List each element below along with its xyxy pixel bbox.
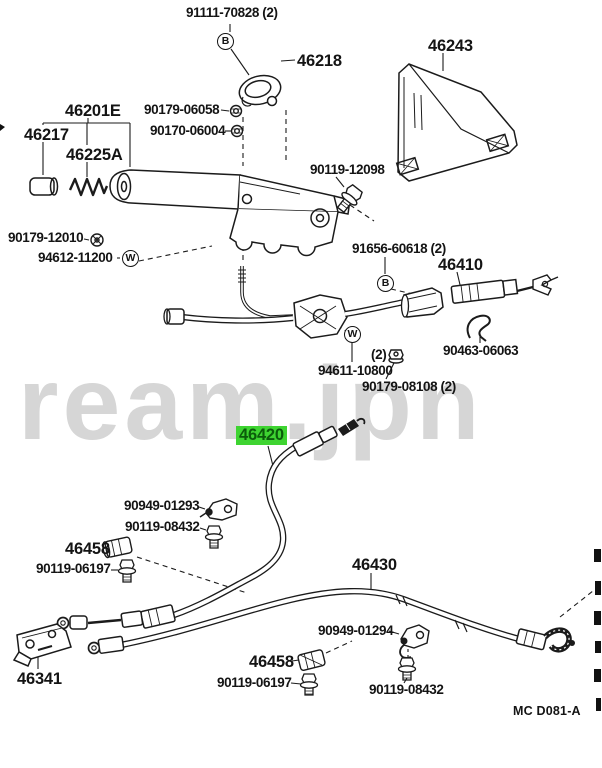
washer-symbol-icon: W: [122, 250, 139, 267]
part-label-46217[interactable]: 46217: [24, 126, 69, 144]
part-label-90119-12098[interactable]: 90119-12098: [310, 162, 385, 177]
part-label-46243[interactable]: 46243: [428, 37, 473, 55]
damper-46458-lower-drawing: [297, 649, 326, 671]
part-label-46430[interactable]: 46430: [352, 556, 397, 574]
pin-46217-drawing: [29, 177, 59, 196]
bolt-symbol-icon: B: [217, 33, 234, 50]
bolt-symbol-icon: B: [377, 275, 394, 292]
part-label-90119-06197-upper[interactable]: 90119-06197: [36, 561, 111, 576]
scan-artifacts: [0, 124, 601, 711]
clamp-01294-drawing: [399, 624, 430, 659]
boot-cover-drawing: [395, 63, 518, 182]
part-label-46201E[interactable]: 46201E: [65, 102, 121, 120]
part-label-91656-60618[interactable]: 91656-60618 (2): [352, 241, 446, 256]
part-label-46218[interactable]: 46218: [297, 52, 342, 70]
bolt-06197-upper-drawing: [117, 559, 137, 583]
part-label-90949-01294[interactable]: 90949-01294: [318, 623, 394, 638]
rear-cable-46420-drawing: [56, 417, 366, 630]
equalizer-bracket-drawing: [293, 294, 348, 339]
part-label-90119-08432-lower[interactable]: 90119-08432: [369, 682, 444, 697]
part-label-46458-upper[interactable]: 46458: [65, 540, 110, 558]
damper-46458-upper-drawing: [102, 536, 133, 559]
part-label-90170-06004[interactable]: 90170-06004: [150, 123, 226, 138]
part-label-46410[interactable]: 46410: [438, 256, 483, 274]
qty-label-2: (2): [371, 347, 387, 362]
bolt-12098-drawing: [336, 183, 363, 214]
part-label-90179-06058[interactable]: 90179-06058: [144, 102, 220, 117]
part-label-90949-01293[interactable]: 90949-01293: [124, 498, 200, 513]
part-label-90119-06197-lower[interactable]: 90119-06197: [217, 675, 292, 690]
part-label-94612-11200[interactable]: 94612-11200: [38, 250, 113, 265]
nut-12010-drawing: [90, 233, 104, 247]
diagram-code: MC D081-A: [513, 704, 581, 718]
grip-retainer-drawing: [238, 74, 282, 107]
part-label-90463-06063[interactable]: 90463-06063: [443, 343, 519, 358]
part-label-94611-10800[interactable]: 94611-10800: [318, 363, 393, 378]
part-label-90119-08432-upper[interactable]: 90119-08432: [125, 519, 200, 534]
part-label-46341[interactable]: 46341: [17, 670, 62, 688]
bolt-08432-lower-drawing: [397, 657, 417, 681]
bolt-08432-upper-drawing: [204, 525, 224, 549]
clip-06063-drawing: [466, 314, 491, 342]
part-label-90179-12010[interactable]: 90179-12010: [8, 230, 84, 245]
part-label-91111-70828[interactable]: 91111-70828 (2): [186, 5, 278, 20]
spring-46225A-drawing: [68, 177, 109, 197]
part-label-46225A[interactable]: 46225A: [66, 146, 123, 164]
bolt-06197-lower-drawing: [299, 673, 319, 696]
part-label-46458-lower[interactable]: 46458: [249, 653, 294, 671]
nut-08108-drawing: [388, 349, 404, 364]
front-cable-46410-drawing: [163, 274, 559, 325]
bracket-46341-drawing: [12, 623, 72, 667]
part-label-90179-08108[interactable]: 90179-08108 (2): [362, 379, 456, 394]
part-label-46420-highlighted[interactable]: 46420: [236, 426, 287, 446]
lever-assembly-drawing: [109, 169, 351, 257]
rear-cable-46430-drawing: [87, 587, 575, 655]
nut-06058-drawing: [229, 104, 243, 118]
clamp-01293-drawing: [199, 498, 238, 521]
cable-rod-drawing: [238, 266, 294, 319]
nut-06004-drawing: [230, 124, 244, 138]
washer-symbol-icon: W: [344, 326, 361, 343]
